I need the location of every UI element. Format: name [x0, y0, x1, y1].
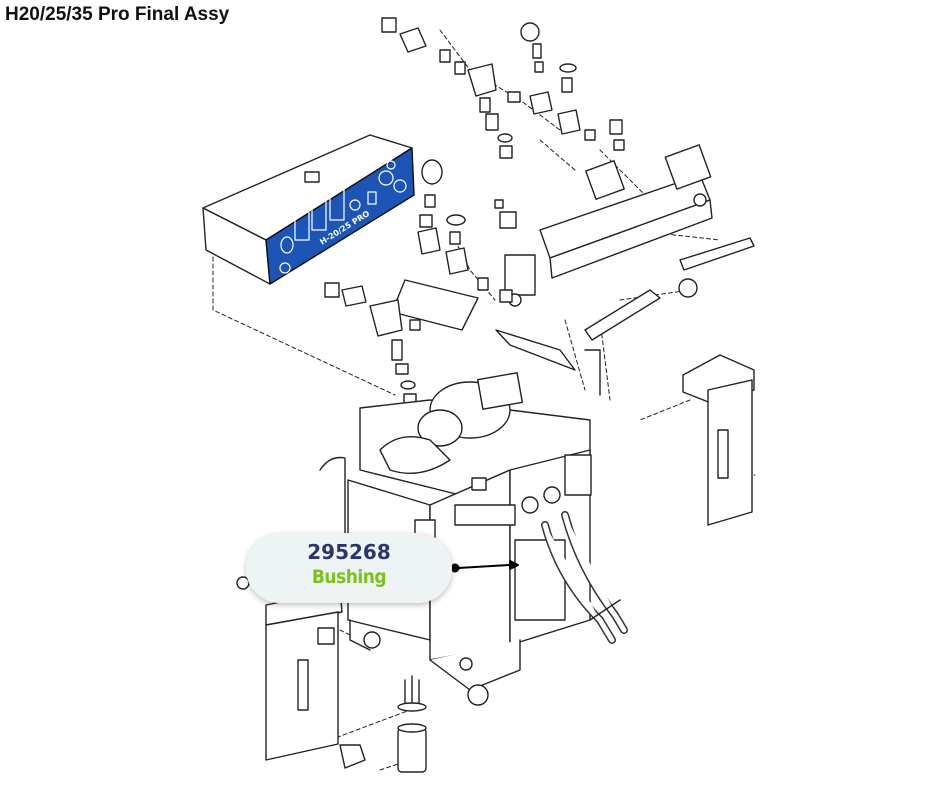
- fluid-manifold: [494, 144, 713, 307]
- top-fittings: [381, 17, 625, 159]
- control-panel-assembly: H-20/25 PRO: [202, 134, 415, 285]
- part-name-label: Bushing: [311, 566, 387, 588]
- main-frame: [319, 372, 628, 706]
- control-panel-face: [265, 147, 415, 285]
- part-callout: 295268 Bushing: [246, 533, 452, 603]
- diagram-title: H20/25/35 Pro Final Assy: [5, 4, 230, 25]
- mid-fittings: [417, 159, 513, 303]
- part-number-label: 295268: [307, 540, 391, 564]
- heater-assembly: [339, 675, 427, 773]
- side-panel-left: [265, 589, 343, 761]
- inlet-fittings: [324, 279, 479, 405]
- side-panel-right: [682, 354, 755, 526]
- bracket-plates: [495, 237, 755, 396]
